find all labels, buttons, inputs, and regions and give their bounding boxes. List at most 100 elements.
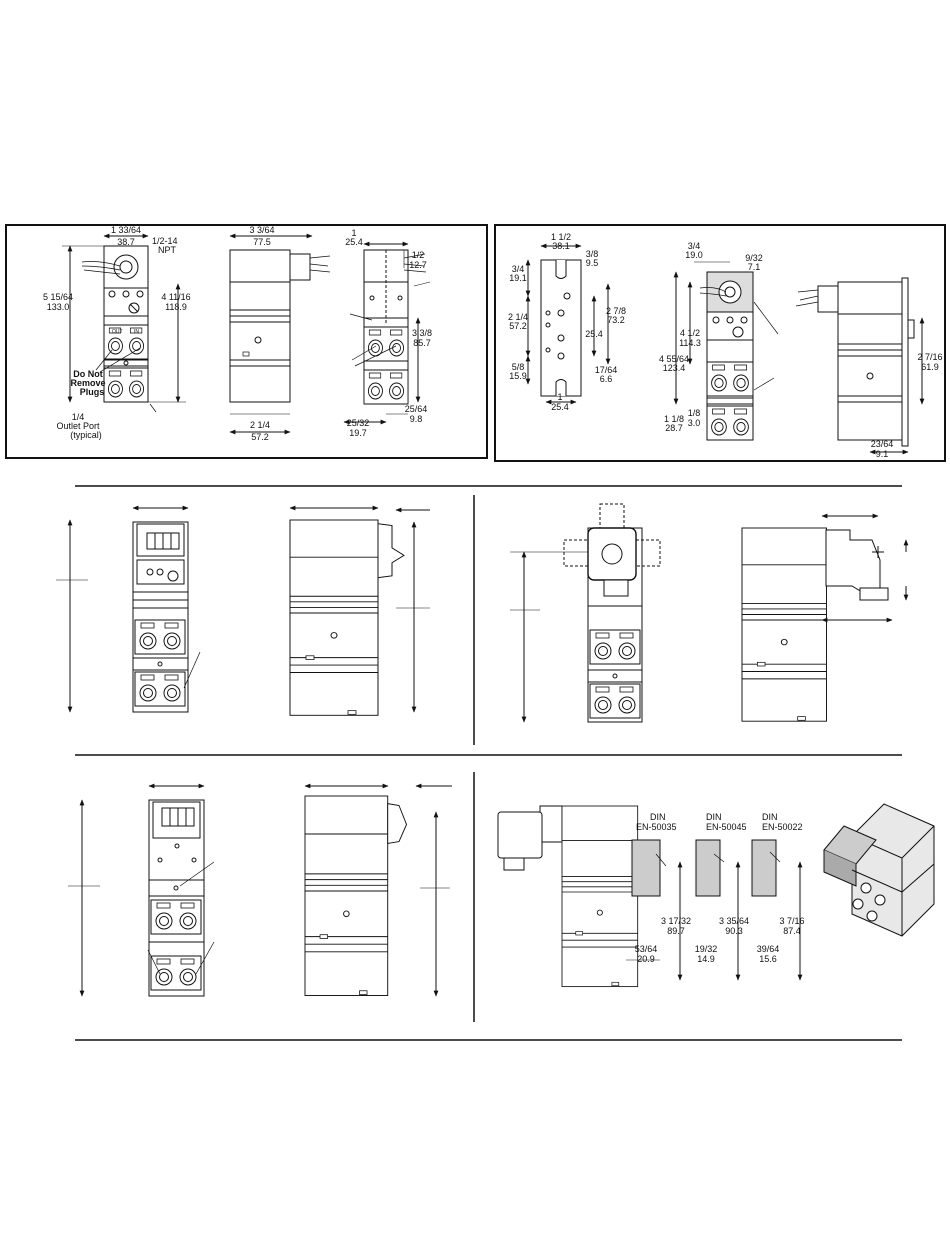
bfront-d-in: 1/8 [688,408,701,418]
bracket-width-in: 1 1/2 [551,232,571,242]
variant-side-view [304,795,408,996]
mounting-bracket-view: 1 1/2 38.1 3/8 9.5 3/4 19.1 2 1/4 57.2 5… [508,232,626,412]
bracket-front-view: 3/4 19.0 9/32 7.1 4 1/2 114.3 4 55/64 12… [659,241,779,441]
bracket-top-in: 3/4 [512,264,525,274]
bracket-top-mm: 19.1 [509,273,527,283]
bracket-hole-mm: 73.2 [607,315,625,325]
npt-label-1: 1/2-14 [152,236,178,246]
side-base-in: 2 1/4 [250,420,270,430]
bracket-bot-in: 5/8 [512,362,525,372]
din-o1-in: 53/64 [635,944,658,954]
bracket-width-mm: 38.1 [552,241,570,251]
bfront-c-in: 1 1/8 [664,414,684,424]
din-h3-mm: 87.4 [783,926,801,936]
panel-terminal-variant [68,783,452,997]
bfront-b-mm: 7.1 [748,262,761,272]
bfront-d-mm: 3.0 [688,418,701,428]
front-width-mm: 38.7 [117,237,135,247]
terminal-front-view [56,505,201,713]
standard-front-view: 1 33/64 38.7 1/2-14 NPT 5 15/64 133.0 4 … [43,225,191,440]
front-height2-mm: 118.9 [165,302,187,312]
front-height-mm: 133.0 [47,302,70,312]
panel-bracket-dimensions: 1 1/2 38.1 3/8 9.5 3/4 19.1 2 1/4 57.2 5… [494,224,946,462]
din-c3-line2: EN-50022 [762,822,803,832]
side-base-mm: 57.2 [251,432,269,442]
bside-d-in: 23/64 [871,439,894,449]
din-h2-mm: 90.3 [725,926,743,936]
din-h1-in: 3 17/32 [661,916,691,926]
port-labels: OUT IN [112,329,139,335]
bracket-base-mm: 25.4 [551,402,569,412]
front-height-in: 5 15/64 [43,292,73,302]
note-line-2: Remove [70,378,105,388]
din-c1-line2: EN-50035 [636,822,677,832]
panel-standard-dimensions: 1 33/64 38.7 1/2-14 NPT 5 15/64 133.0 4 … [5,224,488,459]
front-width-in: 1 33/64 [111,225,141,235]
standard-rear-view: 1 25.4 1/2 12.7 3 3/8 85.7 25/32 19.7 25… [343,228,432,438]
standard-side-view: 3 3/64 77.5 2 1/4 57.2 [229,225,331,442]
bfront-b-in: 9/32 [745,253,763,263]
bracket-slot-in: 3/8 [586,249,599,259]
bfront-a-mm: 19.0 [685,250,703,260]
bfront-h1-mm: 114.3 [679,338,701,348]
panel-terminal-block [56,505,430,716]
port-out-label: OUT [112,329,123,335]
din-c2-line1: DIN [706,812,722,822]
din-h1-mm: 89.7 [667,926,685,936]
outlet-line-2: Outlet Port [56,421,100,431]
side-width-mm: 77.5 [253,237,271,247]
note-line-3: Plugs [80,387,105,397]
rear-height-in: 3 3/8 [412,328,432,338]
din-rail-side-view: DIN EN-50035 DIN EN-50045 DIN EN-50022 3… [497,805,805,988]
rear-b1-mm: 19.7 [349,428,367,438]
outlet-line-3: (typical) [70,430,102,440]
rear-top-in: 1 [351,228,356,238]
bracket-base-in: 1 [557,392,562,402]
bracket-side-view: 2 7/16 61.9 23/64 9.1 [795,277,943,459]
npt-label-2: NPT [158,245,177,255]
din-front-view [510,503,661,723]
din-o2-mm: 14.9 [697,954,715,964]
rear-b2-mm: 9.8 [410,414,423,424]
bracket-bh-in: 17/64 [595,365,618,375]
din-h3-in: 3 7/16 [779,916,804,926]
rear-off-in: 1/2 [412,250,425,260]
rear-b1-in: 25/32 [347,418,370,428]
din-o1-mm: 20.9 [637,954,655,964]
din-h2-in: 3 35/64 [719,916,749,926]
din-plug [825,529,881,593]
bfront-h2-mm: 123.4 [663,363,686,373]
rear-off-mm: 12.7 [409,260,427,270]
variant-front-view [68,783,215,997]
bfront-c-mm: 28.7 [665,423,683,433]
front-height2-in: 4 11/16 [161,292,190,302]
rear-height-mm: 85.7 [413,338,431,348]
port-in-label: IN [134,329,139,335]
bside-h-in: 2 7/16 [917,352,942,362]
bside-d-mm: 9.1 [876,449,889,459]
din-c2-line2: EN-50045 [706,822,747,832]
bracket-hole-in: 2 7/8 [606,306,626,316]
bracket-mid-mm: 57.2 [509,321,527,331]
bracket-mid-in: 2 1/4 [508,312,528,322]
bracket-slot-mm: 9.5 [586,258,599,268]
side-width-in: 3 3/64 [249,225,274,235]
terminal-side-view [289,519,405,716]
bfront-h1-in: 4 1/2 [680,328,700,338]
panel-din-connector [510,503,909,723]
isometric-view [823,803,935,937]
outlet-line-1: 1/4 [72,412,85,422]
rear-b2-in: 25/64 [405,404,428,414]
rear-top-mm: 25.4 [345,237,363,247]
din-o2-in: 19/32 [695,944,718,954]
din-o3-in: 39/64 [757,944,780,954]
bfront-a-in: 3/4 [688,241,701,251]
din-c3-line1: DIN [762,812,778,822]
bfront-h2-in: 4 55/64 [659,354,689,364]
bracket-bot-mm: 15.9 [509,371,527,381]
din-o3-mm: 15.6 [759,954,777,964]
bside-h-mm: 61.9 [921,362,939,372]
din-c1-line1: DIN [650,812,666,822]
bracket-bh-mm: 6.6 [600,374,613,384]
bracket-spacing-mm: 25.4 [585,329,603,339]
